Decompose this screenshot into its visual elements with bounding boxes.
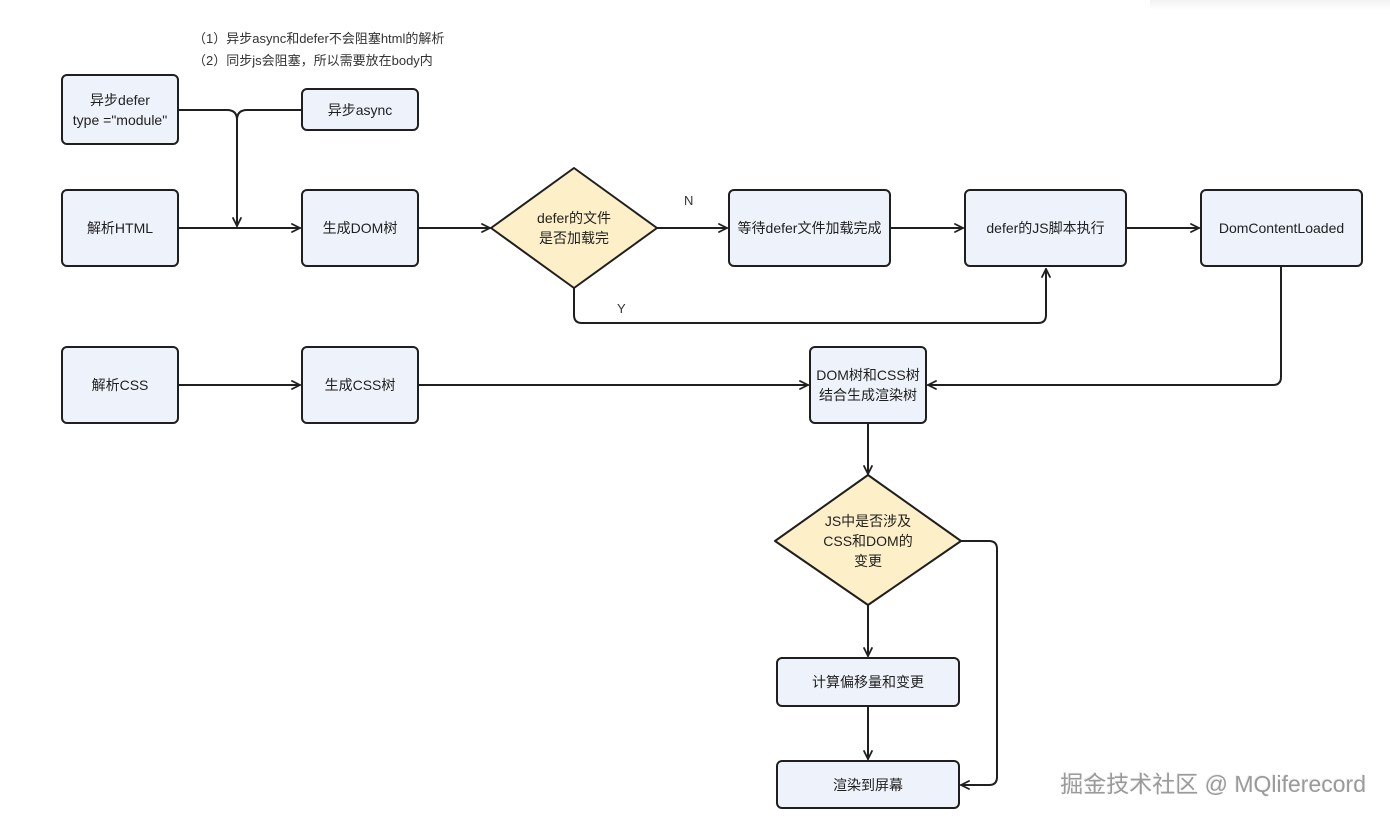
node-paint-label: 渲染到屏幕 <box>833 776 903 793</box>
node-parse-css: 解析CSS <box>61 346 179 424</box>
node-render-tree-line1: DOM树和CSS树 <box>816 367 920 383</box>
decision-js-change-line1: JS中是否涉及 <box>824 513 912 529</box>
decision-js-change-line3: 变更 <box>854 553 882 569</box>
node-paint: 渲染到屏幕 <box>776 760 960 809</box>
edge-async-to-merge <box>236 109 302 121</box>
watermark: 掘金技术社区 @ MQliferecord <box>1060 771 1366 797</box>
node-dom-tree: 生成DOM树 <box>301 189 419 267</box>
decision-defer-loaded: defer的文件 是否加载完 <box>491 168 657 288</box>
decision-defer-loaded-line2: 是否加载完 <box>539 230 609 246</box>
edge-js-change-to-paint <box>960 540 998 790</box>
node-dom-content-loaded-label: DomContentLoaded <box>1218 220 1345 236</box>
node-css-tree-label: 生成CSS树 <box>324 377 396 393</box>
edge-defer-module-to-merge <box>178 109 242 227</box>
edge-label-yes: Y <box>617 301 626 316</box>
node-defer-module-line2: type ="module" <box>72 111 168 128</box>
node-defer-module-line1: 异步defer <box>90 91 150 108</box>
window-edge-shadow <box>1150 0 1390 10</box>
node-async-label: 异步async <box>327 101 393 118</box>
edge-label-no: N <box>684 193 694 208</box>
decision-defer-loaded-line1: defer的文件 <box>537 210 611 226</box>
decision-js-change: JS中是否涉及 CSS和DOM的 变更 <box>775 475 961 607</box>
node-parse-css-label: 解析CSS <box>91 377 149 393</box>
note-async-defer: （1）异步async和defer不会阻塞html的解析 <box>193 31 445 46</box>
node-defer-exec-label: defer的JS脚本执行 <box>986 220 1105 236</box>
node-defer-module: 异步defer type ="module" <box>61 74 179 145</box>
node-parse-html: 解析HTML <box>61 189 179 267</box>
node-dom-content-loaded: DomContentLoaded <box>1200 189 1363 267</box>
node-dom-tree-label: 生成DOM树 <box>322 220 398 236</box>
node-defer-exec: defer的JS脚本执行 <box>964 189 1127 267</box>
edge-decision-yes-to-defer-exec <box>573 268 1051 324</box>
node-layout: 计算偏移量和变更 <box>776 657 960 707</box>
node-async: 异步async <box>301 88 419 131</box>
node-layout-label: 计算偏移量和变更 <box>812 674 924 690</box>
node-parse-html-label: 解析HTML <box>86 220 154 236</box>
node-wait-defer: 等待defer文件加载完成 <box>728 189 891 267</box>
node-render-tree-line2: 结合生成渲染树 <box>819 387 917 403</box>
node-css-tree: 生成CSS树 <box>301 346 419 424</box>
decision-js-change-line2: CSS和DOM的 <box>823 533 913 549</box>
note-sync-js: （2）同步js会阻塞，所以需要放在body内 <box>193 53 433 68</box>
node-render-tree: DOM树和CSS树 结合生成渲染树 <box>809 346 927 424</box>
edge-dcl-to-render-tree <box>927 266 1282 390</box>
node-wait-defer-label: 等待defer文件加载完成 <box>737 220 882 236</box>
